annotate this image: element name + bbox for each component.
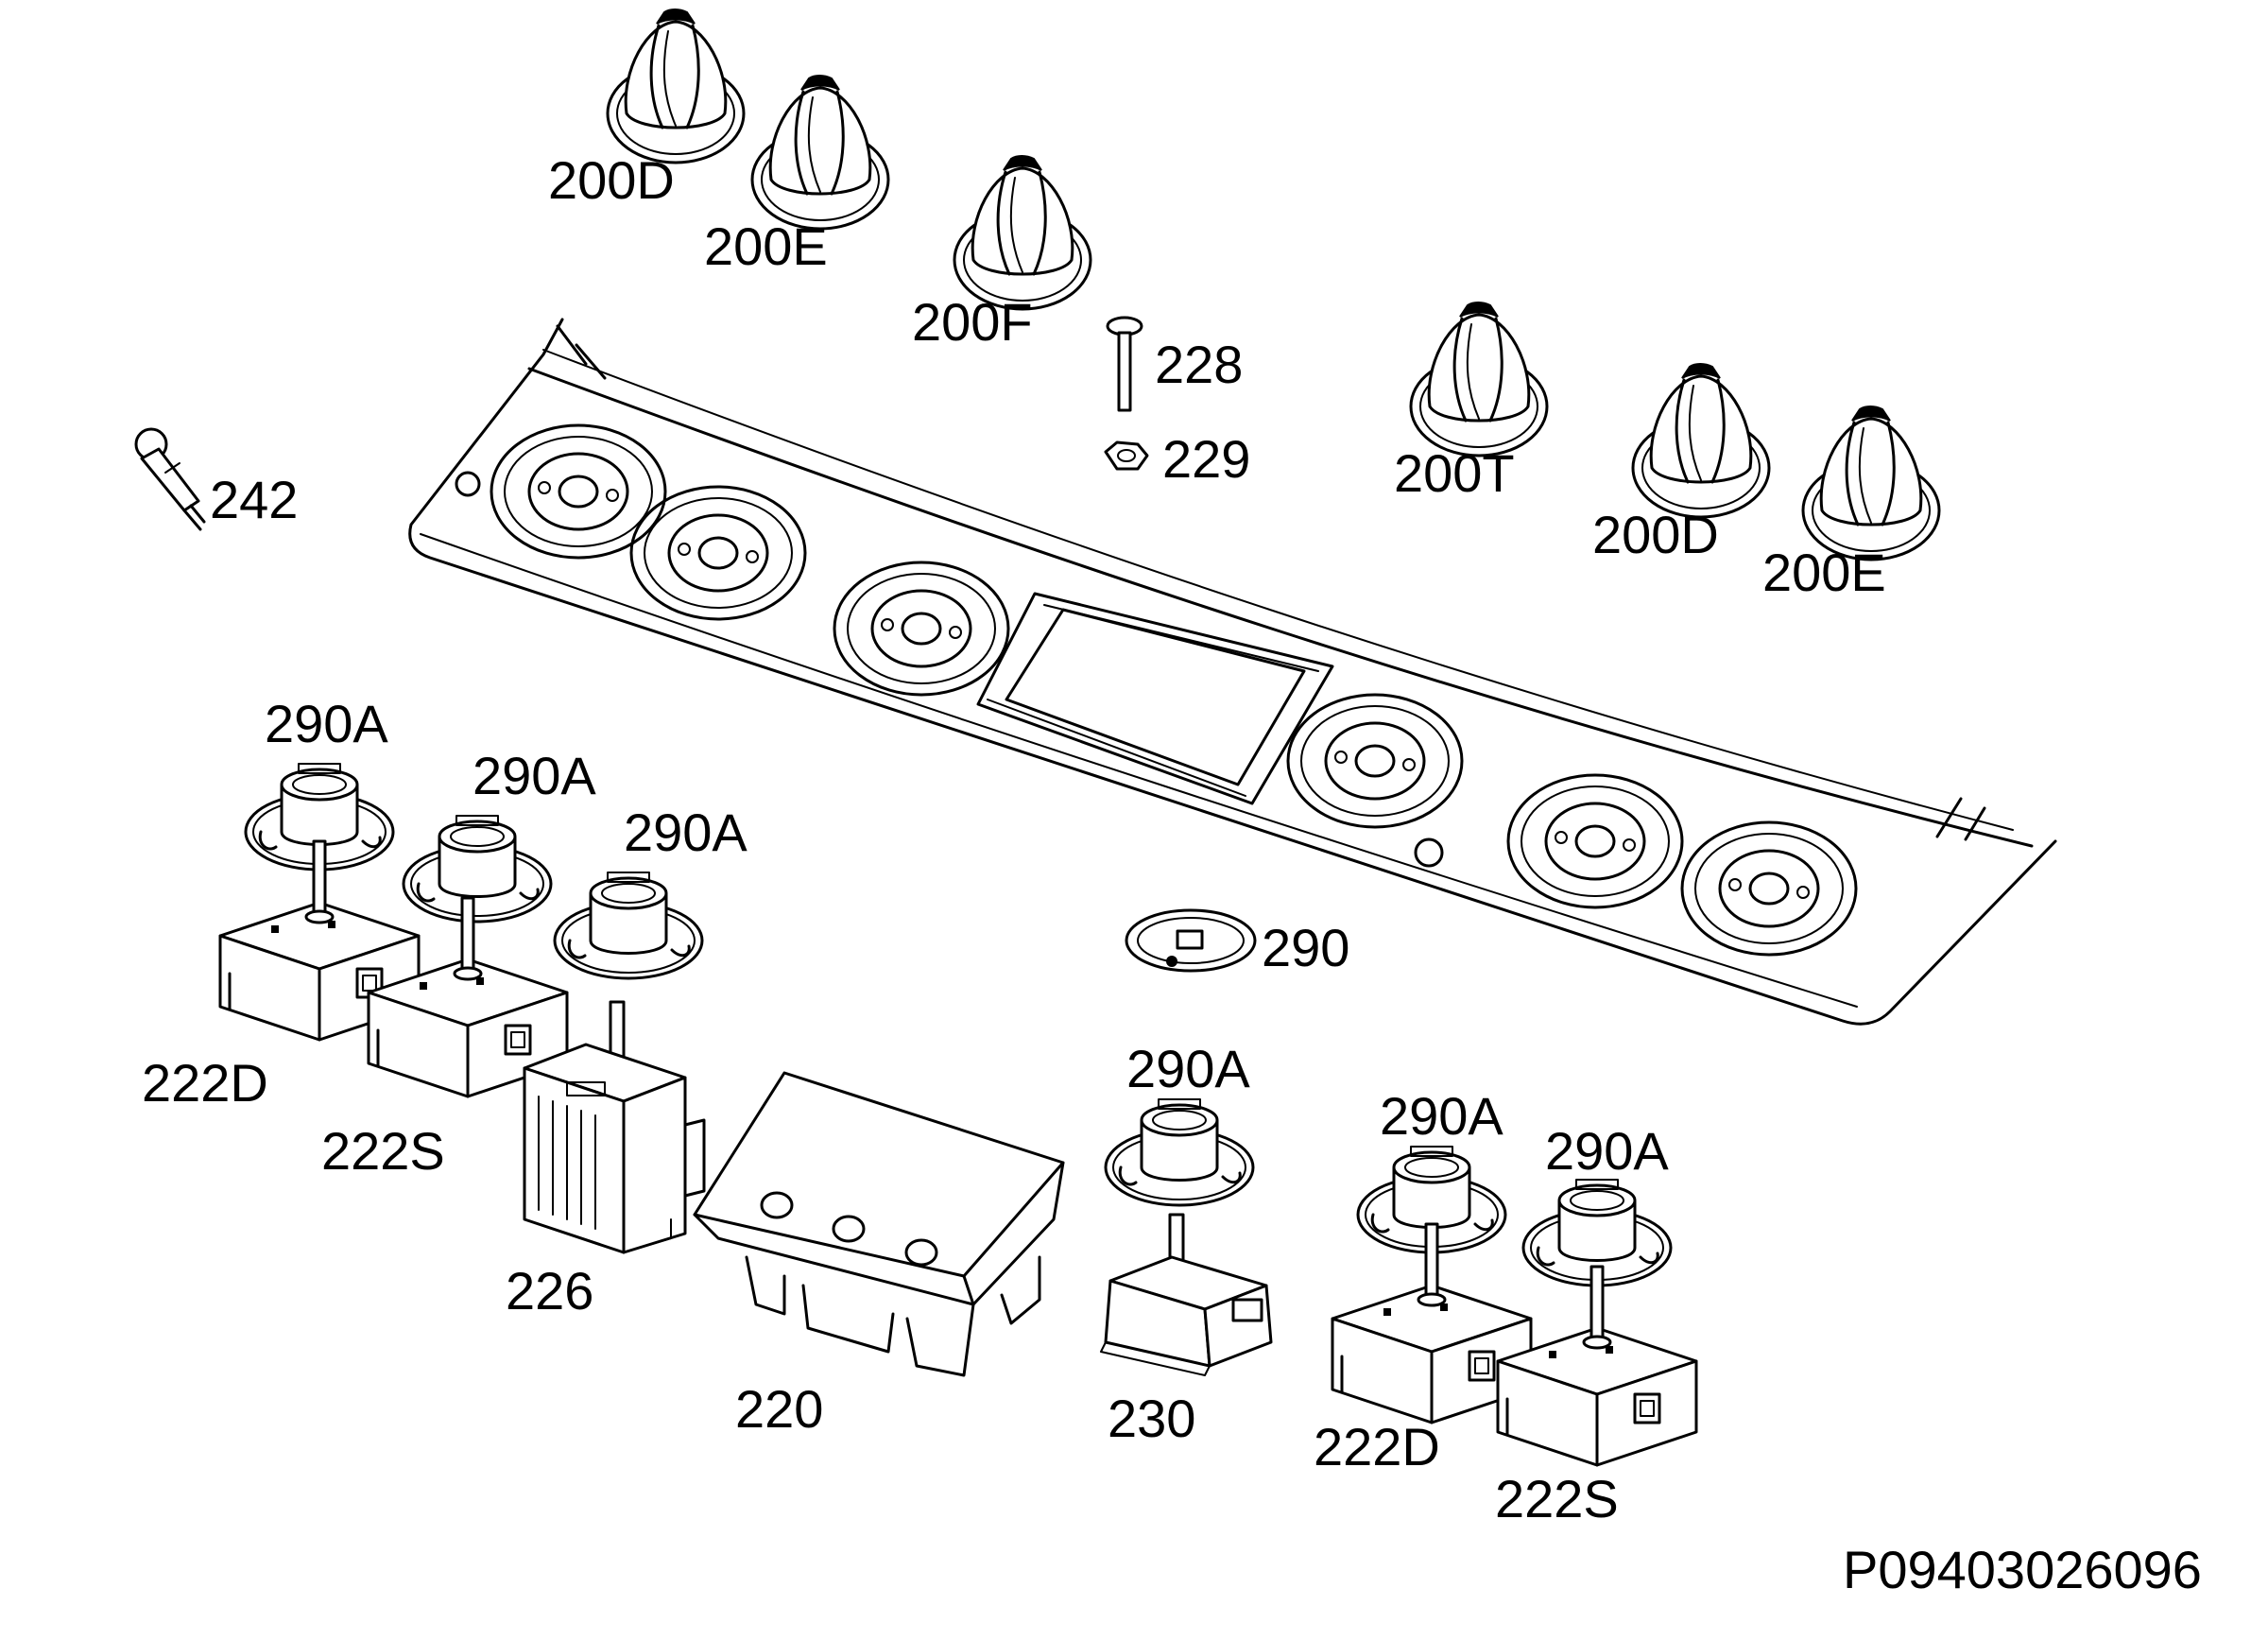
label-226: 226	[506, 1261, 593, 1321]
knob-200T	[1409, 301, 1549, 457]
label-222S-a: 222S	[321, 1121, 445, 1181]
label-290A-4: 290A	[1126, 1039, 1250, 1098]
label-220: 220	[735, 1379, 823, 1439]
label-290A-6: 290A	[1545, 1121, 1669, 1181]
control-panel	[408, 318, 2057, 1026]
nut-229	[1104, 440, 1149, 471]
drawing-reference-number: P09403026096	[1843, 1540, 2202, 1599]
knob-200E-a	[750, 74, 890, 231]
label-222S-b: 222S	[1495, 1469, 1619, 1528]
knob-200E-b	[1801, 405, 1941, 561]
label-228: 228	[1155, 335, 1243, 394]
disc-290	[1125, 908, 1257, 973]
bezel-290A-2	[402, 814, 553, 924]
label-229: 229	[1162, 429, 1250, 489]
label-200D-b: 200D	[1592, 505, 1719, 564]
label-290A-5: 290A	[1380, 1086, 1503, 1146]
bezel-290A-4	[1104, 1097, 1255, 1207]
label-200T: 200T	[1394, 443, 1515, 503]
label-222D-a: 222D	[142, 1053, 268, 1113]
label-242: 242	[210, 470, 298, 529]
label-200E-a: 200E	[704, 216, 828, 276]
label-290A-1: 290A	[265, 694, 388, 753]
label-200F: 200F	[912, 292, 1033, 352]
knob-200F	[953, 154, 1092, 311]
probe-242	[134, 427, 206, 531]
bezel-290A-3	[553, 871, 704, 980]
screw-228	[1106, 316, 1143, 412]
label-200E-b: 200E	[1762, 543, 1886, 602]
label-290A-2: 290A	[472, 746, 596, 805]
knob-200D-a	[606, 8, 746, 164]
selector-226	[523, 1000, 706, 1254]
label-290: 290	[1262, 918, 1349, 977]
label-222D-b: 222D	[1314, 1417, 1440, 1476]
switch-222S-b	[1496, 1265, 1698, 1467]
thermostat-230	[1100, 1213, 1273, 1376]
label-200D-a: 200D	[548, 150, 675, 210]
timer-220	[693, 1071, 1065, 1377]
label-230: 230	[1108, 1389, 1195, 1448]
label-290A-3: 290A	[624, 803, 747, 862]
part-labels: 200D 200E 200F 228 229 200T 200D 200E 24…	[142, 150, 1886, 1528]
knob-200D-b	[1631, 362, 1771, 519]
